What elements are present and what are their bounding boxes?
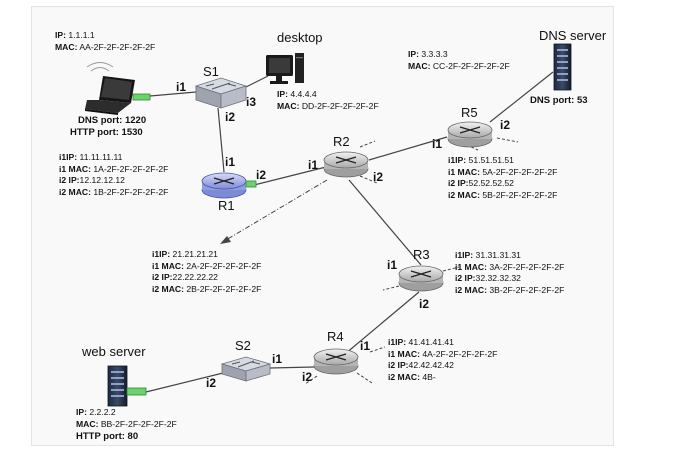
r3-info-row: i1 MAC: 3A-2F-2F-2F-2F-2F xyxy=(455,261,565,272)
web-server-icon xyxy=(107,365,147,407)
dns-server-icon xyxy=(553,43,572,91)
r1-info-row: i2 MAC: 1B-2F-2F-2F-2F-2F xyxy=(59,186,169,197)
s2-i2-label: i2 xyxy=(206,376,217,390)
switch-s1-icon xyxy=(194,77,248,109)
s1-label: S1 xyxy=(203,64,219,79)
r2-info-row: i1IP: 21.21.21.21 xyxy=(152,249,218,259)
s2-i1-label: i1 xyxy=(272,352,283,366)
r3-info-block: i1IP: 31.31.31.31 i1 MAC: 3A-2F-2F-2F-2F… xyxy=(455,250,564,296)
r3-info-row: i2 IP:32.32.32.32 xyxy=(455,273,521,283)
r2-i2-label: i2 xyxy=(373,170,384,184)
link-r2-r5 xyxy=(368,136,448,161)
s2-label: S2 xyxy=(235,338,251,353)
s1-i2-label: i2 xyxy=(225,110,236,124)
dns-server-port: DNS port: 53 xyxy=(530,95,588,106)
r4-info-row: i1IP: 41.41.41.41 xyxy=(388,337,454,347)
r3-i2-label: i2 xyxy=(419,297,430,311)
r2-label: R2 xyxy=(333,134,350,149)
dns-server-ip-label: IP: 3.3.3.3 xyxy=(408,49,448,59)
r2-info-block: i1IP: 21.21.21.21 i1 MAC: 2A-2F-2F-2F-2F… xyxy=(152,249,261,295)
desktop-mac-label: MAC: DD-2F-2F-2F-2F-2F xyxy=(277,101,379,111)
switch-s2-icon xyxy=(220,356,272,382)
link-r4-s2 xyxy=(269,366,315,369)
router-r5-icon xyxy=(447,121,493,148)
r4-info-block: i1IP: 41.41.41.41 i1 MAC: 4A-2F-2F-2F-2F… xyxy=(388,337,497,383)
r1-info-row: i2 IP:12.12.12.12 xyxy=(59,175,125,185)
web-server-name: web server xyxy=(82,344,146,359)
r1-i1-label: i1 xyxy=(225,155,236,169)
router-r1-icon xyxy=(201,172,257,199)
r5-info-row: i2 IP:52.52.52.52 xyxy=(448,178,514,188)
web-server-mac-label: MAC: BB-2F-2F-2F-2F-2F xyxy=(76,419,177,429)
link-s1-r1 xyxy=(217,107,225,173)
laptop-http-port: HTTP port: 1530 xyxy=(70,127,143,138)
web-server-ip-label: IP: 2.2.2.2 xyxy=(76,407,116,417)
r4-i1-label: i1 xyxy=(360,339,371,353)
dns-server-name: DNS server xyxy=(539,28,607,43)
desktop-icon xyxy=(266,53,304,84)
laptop-icon xyxy=(85,62,151,115)
r5-i2-label: i2 xyxy=(500,118,511,132)
link-r5-dns xyxy=(489,71,554,123)
r5-info-row: i1 MAC: 5A-2F-2F-2F-2F-2F xyxy=(448,166,558,177)
r5-info-block: i1IP: 51.51.51.51 i1 MAC: 5A-2F-2F-2F-2F… xyxy=(448,155,557,201)
r2-i1-label: i1 xyxy=(308,158,319,172)
link-r1-r2 xyxy=(253,166,327,186)
r5-label: R5 xyxy=(461,105,478,120)
r3-info-row: i2 MAC: 3B-2F-2F-2F-2F-2F xyxy=(455,284,565,295)
r4-info-row: i2 IP:42.42.42.42 xyxy=(388,360,454,370)
desktop-ip-label: IP: 4.4.4.4 xyxy=(277,89,317,99)
router-r2-icon xyxy=(323,151,369,178)
link-laptop-s1 xyxy=(149,91,197,97)
r5-i1-label: i1 xyxy=(432,137,443,151)
r5-info-row: i1IP: 51.51.51.51 xyxy=(448,155,514,165)
r3-i1-label: i1 xyxy=(387,258,398,272)
r5-info-row: i2 MAC: 5B-2F-2F-2F-2F-2F xyxy=(448,189,558,200)
r1-label: R1 xyxy=(218,198,235,213)
r3-label: R3 xyxy=(413,247,430,262)
laptop-ip-label: IP: 1.1.1.1 xyxy=(55,30,95,40)
s1-i1-label: i1 xyxy=(176,80,187,94)
dns-server-mac-label: MAC: CC-2F-2F-2F-2F-2F xyxy=(408,61,510,71)
r2-info-row: i2 MAC: 2B-2F-2F-2F-2F-2F xyxy=(152,283,262,294)
laptop-dns-port: DNS port: 1220 xyxy=(78,115,147,126)
r4-info-row: i2 MAC: 4B- xyxy=(388,371,436,382)
r3-info-row: i1IP: 31.31.31.31 xyxy=(455,250,521,260)
link-r3-r4 xyxy=(344,291,420,355)
laptop-mac-label: MAC: AA-2F-2F-2F-2F-2F xyxy=(55,42,156,52)
r1-info-row: i1IP: 11.11.11.11 xyxy=(59,152,123,162)
router-r4-icon xyxy=(313,348,359,375)
r1-info-block: i1IP: 11.11.11.11 i1 MAC: 1A-2F-2F-2F-2F… xyxy=(59,152,168,198)
r4-i2-label: i2 xyxy=(302,370,313,384)
s1-i3-label: i3 xyxy=(246,95,257,109)
web-server-port: HTTP port: 80 xyxy=(76,431,139,442)
link-s2-webserver xyxy=(145,372,224,393)
r2-info-row: i1 MAC: 2A-2F-2F-2F-2F-2F xyxy=(152,260,262,271)
r2-info-row: i2 IP:22.22.22.22 xyxy=(152,272,218,282)
router-r3-icon xyxy=(398,265,444,292)
r1-info-row: i1 MAC: 1A-2F-2F-2F-2F-2F xyxy=(59,163,169,174)
r4-info-row: i1 MAC: 4A-2F-2F-2F-2F-2F xyxy=(388,348,498,359)
r4-label: R4 xyxy=(327,329,344,344)
r1-i2-label: i2 xyxy=(256,168,267,182)
desktop-name: desktop xyxy=(277,30,323,45)
link-r2-r3 xyxy=(348,179,422,266)
r2-info-pointer xyxy=(220,179,328,244)
